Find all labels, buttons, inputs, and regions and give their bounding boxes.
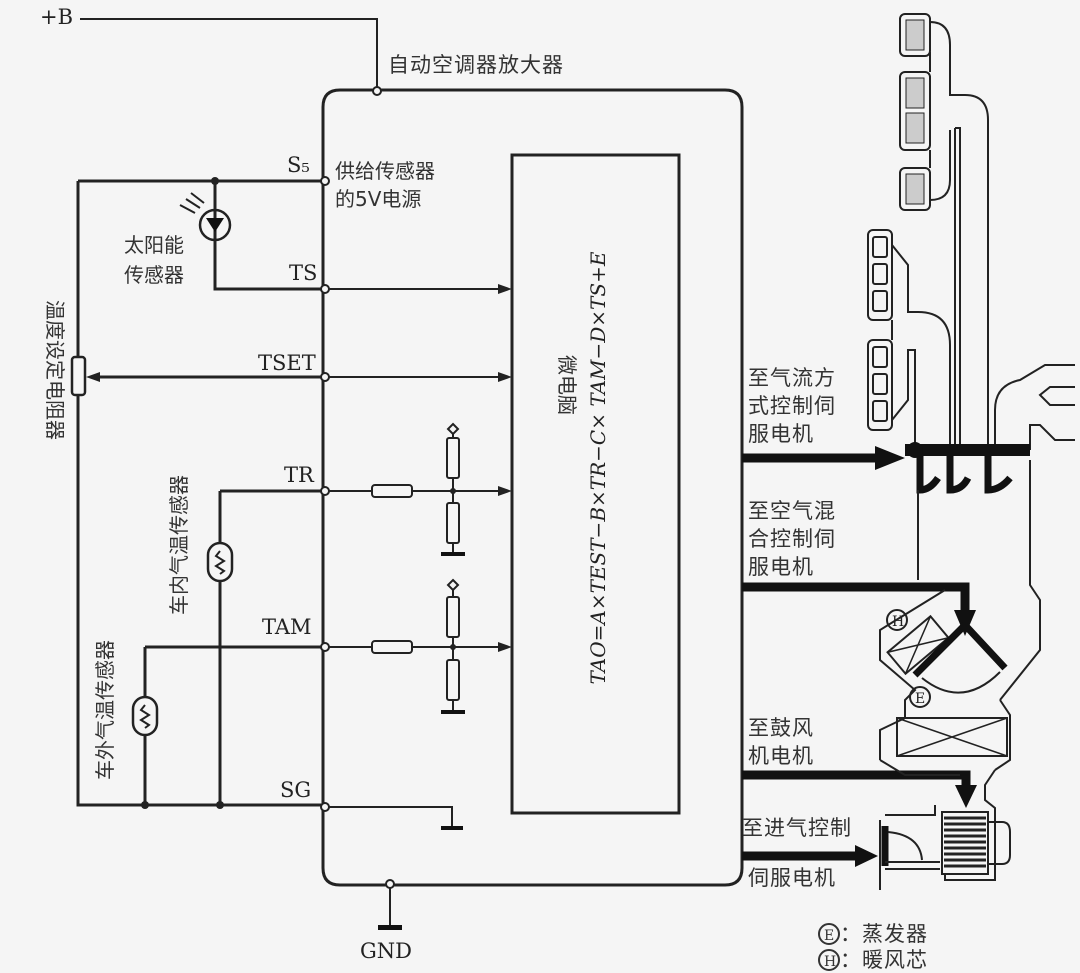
power-label: +B xyxy=(40,5,73,29)
evaporator-legend-text: ：蒸发器 xyxy=(840,922,928,946)
output-1-line1: 至气流方 xyxy=(748,366,836,390)
tset-wiper-arrow-icon xyxy=(86,372,100,382)
legend: E ：蒸发器 H ：暖风芯 xyxy=(818,922,928,972)
air-mix-door-arc xyxy=(921,671,1001,694)
in-car-sensor-label: 车内气温传感器 xyxy=(167,475,191,615)
evaporator-marker-icon xyxy=(909,686,931,708)
hvac-unit-drawing: H E xyxy=(867,13,1075,890)
tam-divider-icon xyxy=(441,578,465,714)
s5-terminal xyxy=(320,176,330,186)
output-2-line3: 服电机 xyxy=(748,555,814,579)
duct-wall xyxy=(917,460,1041,701)
intake-door-icon xyxy=(879,820,940,890)
tam-terminal xyxy=(320,642,330,652)
tam-series-resistor-icon xyxy=(371,640,413,654)
gnd-ground-icon xyxy=(378,925,402,930)
gnd-label: GND xyxy=(360,939,412,963)
in-car-thermistor-icon xyxy=(206,541,234,583)
blower-arrow-icon xyxy=(955,785,977,808)
temp-set-resistor-label: 温度设定电阻器 xyxy=(43,300,67,440)
amplifier-label: 自动空调器放大器 xyxy=(388,53,564,77)
evaporator-legend-icon xyxy=(818,923,840,945)
tam-arrow-icon xyxy=(498,642,512,652)
mode-door-pivot xyxy=(907,442,923,458)
tr-divider-icon xyxy=(441,422,465,556)
case-wall-lower xyxy=(879,759,996,881)
tr-series-resistor-icon xyxy=(371,484,413,498)
output-2-line1: 至空气混 xyxy=(748,499,836,523)
ts-arrow-icon xyxy=(498,284,512,294)
tam-pin-label: TAM xyxy=(262,615,312,639)
case-wall-left xyxy=(879,589,946,760)
evaporator-legend-symbol: E xyxy=(824,928,834,944)
tao-formula: TAO=A×TEST−B×TR−C× TAM−D×TS+E xyxy=(586,251,610,684)
airflow-mode-arrow-icon xyxy=(875,446,905,470)
output-1-line3: 服电机 xyxy=(748,422,814,446)
s5-pin-label: S₅ xyxy=(287,153,310,177)
junction-dot xyxy=(141,801,149,809)
tset-pin-label: TSET xyxy=(258,351,316,375)
ts-pin-label: TS xyxy=(289,261,317,285)
heater-core-legend-symbol: H xyxy=(824,954,836,970)
output-2-line2: 合控制伺 xyxy=(748,527,836,551)
microcomputer-label-group: 微电脑 xyxy=(555,355,579,415)
tset-arrow-icon xyxy=(498,372,512,382)
tset-terminal xyxy=(320,372,330,382)
solar-sensor-label-line2: 传感器 xyxy=(124,263,184,287)
sg-internal-wire xyxy=(329,806,453,827)
intake-duct xyxy=(885,805,936,816)
tr-terminal xyxy=(320,486,330,496)
evaporator-icon xyxy=(896,717,1008,757)
air-mix-arrow-icon xyxy=(954,610,976,636)
sg-pin-label: SG xyxy=(280,778,311,802)
air-mix-output-wire xyxy=(742,582,970,615)
output-4-line2: 伺服电机 xyxy=(748,866,836,890)
heater-core-legend-icon xyxy=(818,949,840,971)
ambient-sensor-label: 车外气温传感器 xyxy=(93,640,117,780)
heater-core-marker-letter: H xyxy=(892,614,904,630)
tr-pin-label: TR xyxy=(284,463,315,487)
microcomputer-label: 微电脑 xyxy=(555,355,579,415)
ambient-thermistor-icon xyxy=(131,695,159,737)
solar-sensor-label-line1: 太阳能 xyxy=(124,233,184,257)
heater-core-marker-icon xyxy=(886,609,908,631)
mode-doors-icon xyxy=(916,455,1013,494)
sg-terminal xyxy=(320,802,330,812)
defroster-duct xyxy=(994,364,1075,450)
ts-terminal xyxy=(320,284,330,294)
microcomputer-box xyxy=(510,153,681,815)
output-3-line1: 至鼓风 xyxy=(748,716,814,740)
sensor-supply-label-line2: 的5V电源 xyxy=(335,187,421,211)
output-1-line2: 式控制伺 xyxy=(748,394,836,418)
junction-dot xyxy=(216,801,224,809)
blower-fan-icon xyxy=(941,811,1011,875)
amplifier-box xyxy=(321,88,744,887)
temp-set-label-group: 温度设定电阻器 xyxy=(43,300,67,440)
intake-arrow-icon xyxy=(855,845,878,867)
case-wall-right xyxy=(994,699,1011,771)
sg-ground-icon xyxy=(441,826,463,830)
heater-core-icon xyxy=(886,614,950,676)
temp-set-resistor-icon xyxy=(70,355,87,397)
evaporator-marker-letter: E xyxy=(915,691,925,707)
power-wire xyxy=(80,18,378,90)
ambient-label-group: 车外气温传感器 xyxy=(93,640,117,780)
in-car-label-group: 车内气温传感器 xyxy=(167,475,191,615)
output-3-line2: 机电机 xyxy=(748,744,814,768)
tr-arrow-icon xyxy=(498,486,512,496)
gnd-terminal xyxy=(385,879,395,889)
heater-core-legend-text: ：暖风芯 xyxy=(840,948,928,972)
blower-output-wire xyxy=(742,770,971,790)
solar-sensor-icon xyxy=(179,192,232,242)
formula-group: TAO=A×TEST−B×TR−C× TAM−D×TS+E xyxy=(586,251,610,684)
side-vents-icon xyxy=(867,229,951,450)
center-vents-icon xyxy=(899,13,989,450)
power-terminal xyxy=(372,86,382,96)
output-4-line1: 至进气控制 xyxy=(742,816,852,840)
ts-wire-left xyxy=(213,181,323,291)
sensor-supply-label-line1: 供给传感器 xyxy=(335,159,435,183)
air-mix-door-icon xyxy=(912,622,1008,678)
